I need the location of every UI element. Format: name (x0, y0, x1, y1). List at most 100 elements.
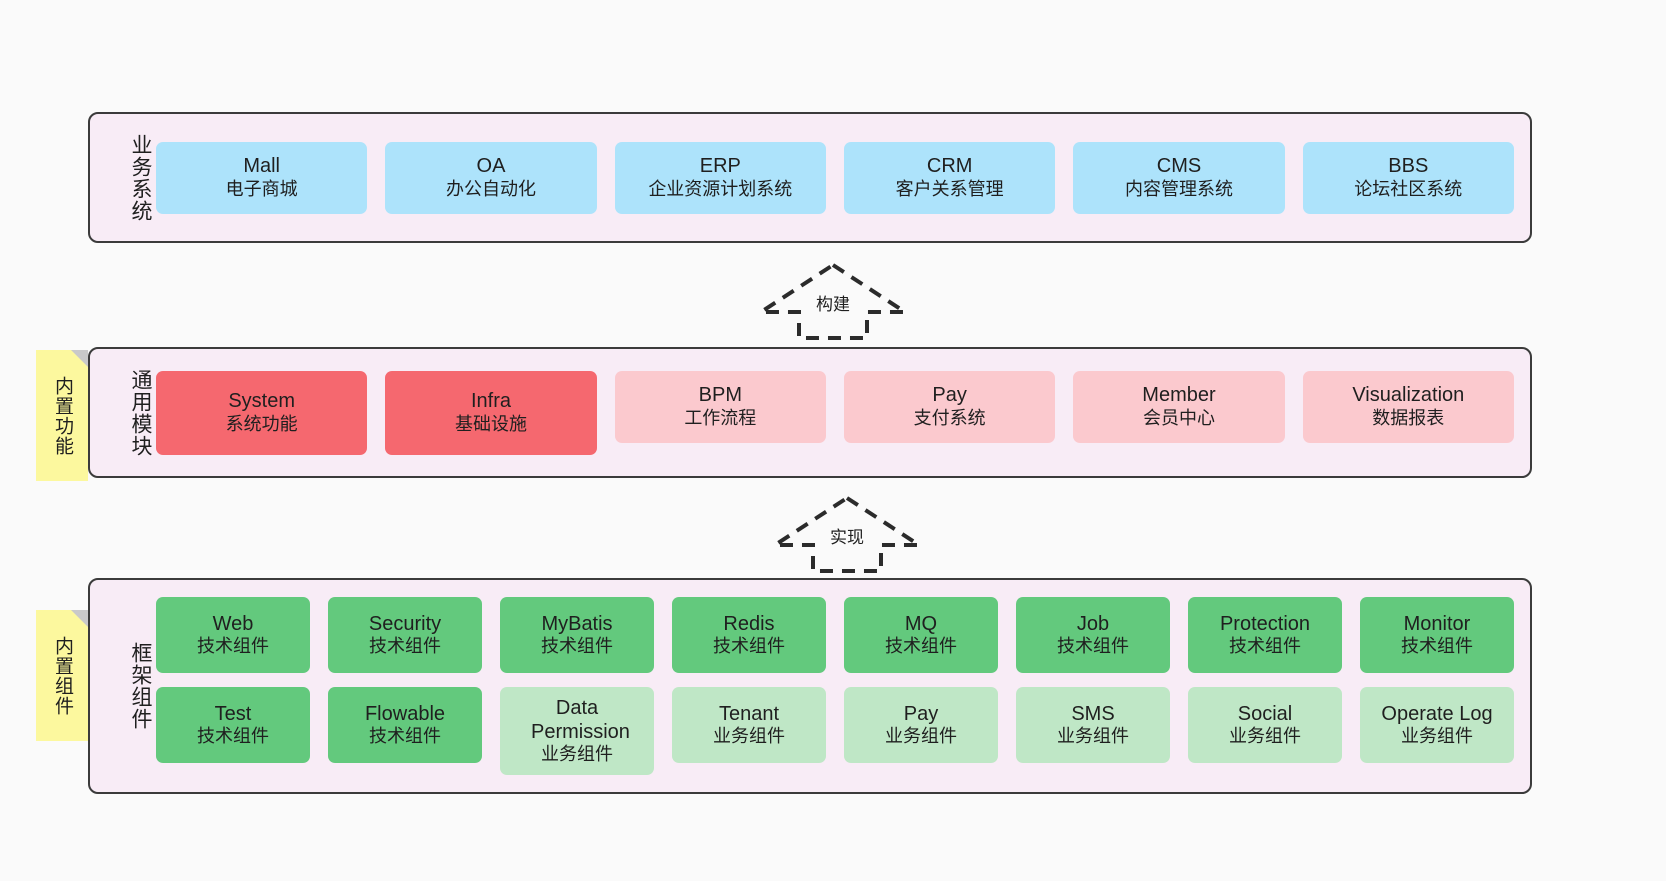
node-bbs[interactable]: BBS 论坛社区系统 (1302, 141, 1514, 214)
node-subtitle: 技术组件 (1401, 636, 1473, 657)
node-sms[interactable]: SMS 业务组件 (1016, 687, 1170, 763)
node-mall[interactable]: Mall 电子商城 (156, 141, 368, 214)
node-subtitle: 基础设施 (454, 413, 527, 434)
node-job[interactable]: Job 技术组件 (1016, 597, 1170, 673)
node-title: Web (212, 612, 254, 635)
node-member[interactable]: Member 会员中心 (1073, 370, 1285, 443)
tier-label-common-modules: 通用模块 (129, 368, 152, 457)
node-pay-component[interactable]: Pay 业务组件 (844, 687, 998, 763)
tier-body-business-systems: Mall 电子商城 OA 办公自动化 ERP 企业资源计划系统 CRM 客户关系… (152, 141, 1530, 214)
node-title: Member (1142, 384, 1216, 407)
tier-business-systems: 业务系统 Mall 电子商城 OA 办公自动化 ERP 企业资源计划系统 CRM… (88, 112, 1532, 243)
node-monitor[interactable]: Monitor 技术组件 (1360, 597, 1514, 673)
node-title: Pay (903, 702, 939, 725)
node-subtitle: 技术组件 (885, 636, 957, 657)
node-subtitle: 技术组件 (197, 636, 269, 657)
connector-build: 构建 (754, 262, 912, 340)
node-title: Operate Log (1381, 702, 1493, 725)
sticky-note-builtin-components: 内置组件 (36, 610, 88, 741)
node-cms[interactable]: CMS 内容管理系统 (1073, 141, 1285, 214)
node-subtitle: 业务组件 (541, 744, 613, 765)
node-title: MyBatis (541, 612, 613, 635)
node-subtitle: 内容管理系统 (1124, 178, 1233, 199)
tier-row: Test 技术组件 Flowable 技术组件 Data Permission … (156, 687, 1514, 775)
tier-label-business-systems: 业务系统 (129, 133, 152, 222)
node-subtitle: 会员中心 (1142, 407, 1215, 428)
node-title: MQ (904, 612, 938, 635)
node-flowable[interactable]: Flowable 技术组件 (328, 687, 482, 763)
node-title: Infra (470, 390, 511, 413)
node-web[interactable]: Web 技术组件 (156, 597, 310, 673)
tier-common-modules: 通用模块 System 系统功能 Infra 基础设施 BPM 工作流程 Pay… (88, 347, 1532, 478)
node-subtitle: 业务组件 (1057, 726, 1129, 747)
node-title: ERP (699, 155, 741, 178)
node-subtitle: 工作流程 (684, 407, 757, 428)
node-title: Social (1237, 702, 1293, 725)
node-subtitle: 论坛社区系统 (1354, 178, 1463, 199)
node-title: CMS (1156, 155, 1202, 178)
node-data-permission[interactable]: Data Permission 业务组件 (500, 687, 654, 775)
node-title: Test (214, 702, 252, 725)
tier-body-common-modules: System 系统功能 Infra 基础设施 BPM 工作流程 Pay 支付系统… (152, 370, 1530, 455)
node-crm[interactable]: CRM 客户关系管理 (843, 141, 1056, 214)
node-title: CRM (926, 155, 973, 178)
tier-row: Mall 电子商城 OA 办公自动化 ERP 企业资源计划系统 CRM 客户关系… (156, 141, 1514, 214)
node-subtitle: 支付系统 (913, 407, 986, 428)
node-protection[interactable]: Protection 技术组件 (1188, 597, 1342, 673)
connector-implement: 实现 (768, 495, 926, 573)
node-title: Monitor (1403, 612, 1471, 635)
node-subtitle: 技术组件 (713, 636, 785, 657)
tier-framework-components: 框架组件 Web 技术组件 Security 技术组件 MyBatis 技术组件… (88, 578, 1532, 794)
node-subtitle: 技术组件 (1229, 636, 1301, 657)
node-test[interactable]: Test 技术组件 (156, 687, 310, 763)
node-infra[interactable]: Infra 基础设施 (385, 370, 597, 455)
node-subtitle: 技术组件 (197, 726, 269, 747)
sticky-note-builtin-features: 内置功能 (36, 350, 88, 481)
node-title: SMS (1071, 702, 1115, 725)
node-subtitle: 业务组件 (885, 726, 957, 747)
node-subtitle: 业务组件 (1229, 726, 1301, 747)
connector-implement-label: 实现 (827, 523, 867, 548)
node-subtitle: 系统功能 (225, 413, 298, 434)
node-title: Data Permission (531, 696, 630, 744)
node-pay-module[interactable]: Pay 支付系统 (843, 370, 1056, 443)
node-subtitle: 技术组件 (541, 636, 613, 657)
node-title: BBS (1388, 155, 1429, 178)
tier-row: Web 技术组件 Security 技术组件 MyBatis 技术组件 Redi… (156, 597, 1514, 673)
node-tenant[interactable]: Tenant 业务组件 (672, 687, 826, 763)
node-bpm[interactable]: BPM 工作流程 (614, 370, 826, 443)
node-title: System (228, 390, 295, 413)
node-subtitle: 客户关系管理 (895, 178, 1004, 199)
node-title: Flowable (364, 702, 446, 725)
tier-body-framework-components: Web 技术组件 Security 技术组件 MyBatis 技术组件 Redi… (152, 597, 1530, 775)
node-subtitle: 技术组件 (369, 726, 441, 747)
node-system[interactable]: System 系统功能 (156, 370, 368, 455)
node-subtitle: 电子商城 (225, 178, 298, 199)
node-subtitle: 技术组件 (369, 636, 441, 657)
connector-build-label: 构建 (813, 290, 853, 315)
tier-label-framework-components: 框架组件 (129, 642, 152, 730)
tier-row: System 系统功能 Infra 基础设施 BPM 工作流程 Pay 支付系统… (156, 370, 1514, 455)
node-social[interactable]: Social 业务组件 (1188, 687, 1342, 763)
node-operate-log[interactable]: Operate Log 业务组件 (1360, 687, 1514, 763)
node-oa[interactable]: OA 办公自动化 (385, 141, 597, 214)
node-title: Protection (1219, 612, 1311, 635)
node-title: Visualization (1352, 384, 1465, 407)
sticky-note-label: 内置组件 (52, 635, 74, 716)
node-title: Security (368, 612, 442, 635)
node-title: BPM (698, 384, 742, 407)
node-visualization[interactable]: Visualization 数据报表 (1302, 370, 1514, 443)
node-subtitle: 企业资源计划系统 (648, 178, 793, 199)
node-mq[interactable]: MQ 技术组件 (844, 597, 998, 673)
node-security[interactable]: Security 技术组件 (328, 597, 482, 673)
node-erp[interactable]: ERP 企业资源计划系统 (614, 141, 826, 214)
node-title: OA (476, 155, 506, 178)
node-redis[interactable]: Redis 技术组件 (672, 597, 826, 673)
node-title: Job (1076, 612, 1110, 635)
sticky-note-label: 内置功能 (52, 375, 74, 456)
node-subtitle: 业务组件 (713, 726, 785, 747)
node-title: Tenant (718, 702, 780, 725)
node-subtitle: 技术组件 (1057, 636, 1129, 657)
node-mybatis[interactable]: MyBatis 技术组件 (500, 597, 654, 673)
node-title: Mall (243, 155, 280, 178)
